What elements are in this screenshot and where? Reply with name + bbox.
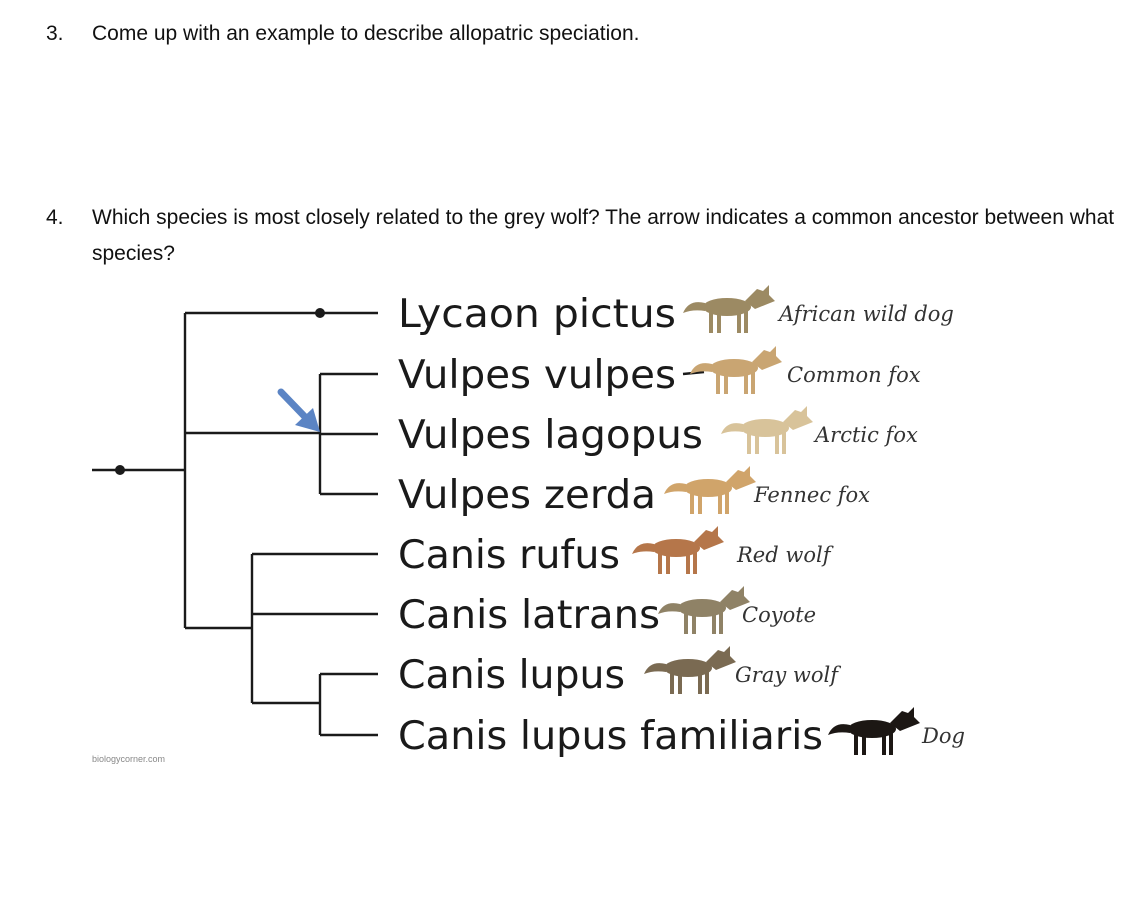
animal-silhouette-icon — [632, 526, 724, 574]
species-row: Vulpes vulpes Common fox — [398, 346, 921, 398]
species-common-name: African wild dog — [777, 302, 954, 326]
species-common-name: Fennec fox — [753, 483, 870, 507]
arrow-head — [295, 408, 320, 432]
animal-silhouette-icon — [658, 586, 750, 634]
animal-silhouette-icon — [721, 406, 813, 454]
species-scientific-name: Canis rufus — [398, 533, 620, 578]
question-4: 4. Which species is most closely related… — [46, 200, 1126, 280]
species-common-name: Arctic fox — [813, 423, 918, 447]
species-scientific-name: Lycaon pictus — [398, 292, 676, 337]
question-4-text: Which species is most closely related to… — [92, 206, 1115, 265]
question-4-number: 4. — [46, 206, 64, 229]
species-scientific-name: Vulpes zerda — [398, 473, 656, 518]
species-row: Canis latrans Coyote — [398, 586, 816, 638]
fox-connector — [682, 370, 705, 376]
species-scientific-name: Canis lupus familiaris — [398, 714, 823, 759]
species-scientific-name: Canis lupus — [398, 653, 625, 698]
image-credit: biologycorner.com — [92, 754, 165, 764]
species-scientific-name: Vulpes lagopus — [398, 413, 703, 458]
species-common-name: Gray wolf — [735, 663, 841, 687]
species-row: Canis lupus Gray wolf — [398, 646, 841, 698]
question-3: 3. Come up with an example to describe a… — [46, 16, 1106, 56]
species-scientific-name: Vulpes vulpes — [398, 353, 676, 398]
species-row: Canis rufus Red wolf — [398, 526, 834, 578]
animal-silhouette-icon — [690, 346, 782, 394]
tree-branches — [92, 308, 705, 737]
lycaon-node — [315, 308, 325, 318]
species-common-name: Red wolf — [736, 543, 834, 567]
root-node — [115, 465, 125, 475]
species-row: Vulpes lagopus Arctic fox — [398, 406, 918, 458]
animal-silhouette-icon — [828, 707, 920, 755]
common-ancestor-arrow — [277, 388, 320, 432]
species-common-name: Coyote — [742, 603, 816, 627]
question-3-number: 3. — [46, 22, 64, 45]
animal-silhouette-icon — [644, 646, 736, 694]
animal-silhouette-icon — [683, 285, 775, 333]
species-row: Lycaon pictus African wild dog — [398, 285, 954, 337]
species-row: Canis lupus familiaris Dog — [398, 707, 965, 759]
species-scientific-name: Canis latrans — [398, 593, 660, 638]
animal-silhouette-icon — [664, 466, 756, 514]
species-common-name: Dog — [921, 724, 965, 748]
species-common-name: Common fox — [787, 363, 921, 387]
arrow-shaft — [277, 388, 312, 424]
question-3-text: Come up with an example to describe allo… — [92, 22, 640, 45]
species-row: Vulpes zerda Fennec fox — [398, 466, 870, 518]
